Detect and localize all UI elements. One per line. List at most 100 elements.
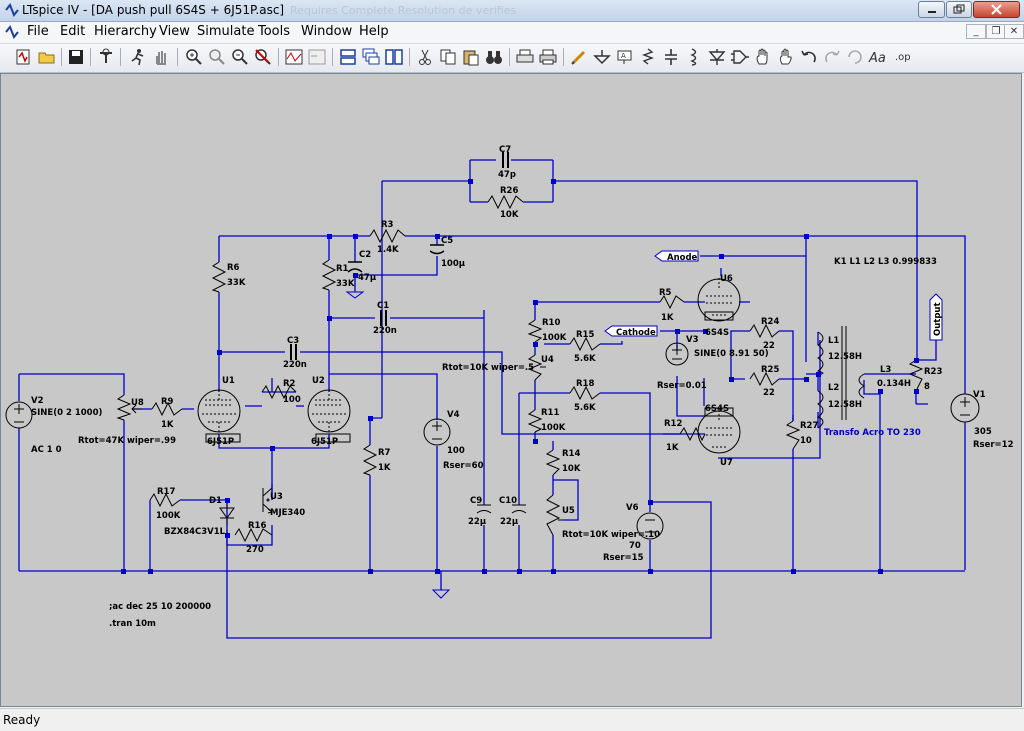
r16-symbol [234, 527, 273, 543]
menu-edit[interactable]: Edit [60, 24, 86, 39]
zoom-cancel-icon[interactable] [253, 47, 273, 67]
v2-name-label: V2 [31, 396, 44, 406]
resistor-icon[interactable] [638, 47, 658, 67]
schematic-wires [18, 159, 966, 639]
menu-help[interactable]: Help [359, 24, 389, 39]
toolbar-separator [332, 48, 333, 66]
r26-name-label: R26 [500, 186, 518, 196]
undo-icon[interactable] [799, 47, 819, 67]
capacitor-icon[interactable] [661, 47, 681, 67]
move-icon[interactable] [753, 47, 773, 67]
draw-wire-icon[interactable] [569, 47, 589, 67]
paste-icon[interactable] [461, 47, 481, 67]
zoom-out-icon[interactable] [230, 47, 250, 67]
r1-name-label: R1 [336, 264, 349, 274]
r24-value-label: 22 [763, 341, 775, 351]
waveform-icon[interactable] [284, 47, 304, 67]
r14-value-label: 10K [562, 464, 581, 474]
v1-value-label: 305 [974, 427, 992, 437]
u6-name-label: U6 [720, 274, 733, 284]
ground-icon[interactable] [592, 47, 612, 67]
cut-icon[interactable] [415, 47, 435, 67]
tile-vertical-icon[interactable] [384, 47, 404, 67]
inductor-icon[interactable] [684, 47, 704, 67]
r25-symbol [749, 371, 780, 387]
redo-icon[interactable] [822, 47, 842, 67]
diode-icon[interactable] [707, 47, 727, 67]
v3-name-label: V3 [686, 335, 699, 345]
r18-symbol [569, 385, 601, 401]
v1-rser-label: Rser=12 [973, 440, 1014, 450]
anode-flag [654, 250, 699, 262]
title-bar: LTspice IV - [DA push pull 6S4S + 6J51P.… [0, 0, 1024, 22]
run-icon[interactable] [128, 47, 148, 67]
minimize-button[interactable] [918, 1, 945, 18]
toolbar-separator [90, 48, 91, 66]
menu-hierarchy[interactable]: Hierarchy [94, 24, 157, 39]
u7-symbol [697, 410, 741, 454]
r3-value-label: 1.4K [377, 245, 399, 255]
output-flag [929, 293, 943, 341]
label-icon[interactable]: A [615, 47, 635, 67]
cascade-icon[interactable] [361, 47, 381, 67]
r15-name-label: R15 [576, 330, 594, 340]
v4-symbol [423, 418, 451, 446]
save-icon[interactable] [66, 47, 86, 67]
restore-button[interactable] [946, 1, 972, 18]
r9-name-label: R9 [161, 397, 174, 407]
halt-icon[interactable] [151, 47, 171, 67]
l3-symbol [858, 373, 865, 399]
ltspice-app-icon[interactable] [4, 2, 20, 18]
menu-file[interactable]: File [27, 24, 49, 39]
spice-directive-icon[interactable]: .op [893, 47, 913, 67]
menu-window[interactable]: Window [301, 24, 353, 39]
c5-name-label: C5 [441, 236, 453, 246]
find-icon[interactable] [484, 47, 504, 67]
text-icon[interactable]: Aa [868, 47, 888, 67]
l1-symbol [816, 331, 824, 375]
toolbar: A Aa .op [0, 44, 1024, 73]
r2-name-label: R2 [283, 379, 296, 389]
schematic-canvas[interactable]: C7 47p R26 10K R3 1.4K C5 100µ C2 47µ R1… [0, 73, 1022, 707]
copy-icon[interactable] [438, 47, 458, 67]
ghost-title: Requires Complete Resolution de verifies [290, 4, 517, 17]
toolbar-separator [61, 48, 62, 66]
drag-icon[interactable] [776, 47, 796, 67]
mdi-minimize-button[interactable]: _ [966, 24, 986, 39]
menu-simulate[interactable]: Simulate [197, 24, 255, 39]
toolbar-separator [177, 48, 178, 66]
l2-value-label: 12.58H [828, 400, 862, 410]
c7-symbol [502, 152, 509, 168]
close-button[interactable] [973, 1, 1020, 18]
v3-symbol [665, 342, 689, 366]
mdi-restore-button[interactable]: ❐ [986, 24, 1006, 39]
r10-symbol [527, 319, 543, 343]
u3-symbol [266, 498, 270, 502]
schematic-drawing[interactable]: C7 47p R26 10K R3 1.4K C5 100µ C2 47µ R1… [1, 74, 1021, 706]
c3-value-label: 220n [283, 360, 307, 370]
menu-view[interactable]: View [159, 24, 190, 39]
component-icon[interactable] [730, 47, 750, 67]
rotate-icon[interactable] [845, 47, 865, 67]
r14-name-label: R14 [562, 449, 580, 459]
close-icon [991, 4, 1002, 15]
autorange-icon[interactable] [307, 47, 327, 67]
new-schematic-icon[interactable] [13, 47, 33, 67]
v6-name-label: V6 [626, 503, 639, 513]
u4-symbol [527, 354, 546, 381]
print-icon[interactable] [538, 47, 558, 67]
u8-symbol [116, 394, 142, 421]
pan-icon[interactable] [207, 47, 227, 67]
minimize-icon [928, 11, 936, 13]
ac-directive: ;ac dec 25 10 200000 [109, 602, 211, 612]
menu-tools[interactable]: Tools [258, 24, 291, 39]
r24-symbol [749, 323, 780, 339]
mdi-close-button[interactable]: ✕ [1004, 24, 1024, 39]
open-icon[interactable] [37, 47, 57, 67]
control-panel-icon[interactable] [96, 47, 116, 67]
u8-value-label: Rtot=47K wiper=.99 [78, 436, 176, 446]
tile-horizontal-icon[interactable] [338, 47, 358, 67]
zoom-in-icon[interactable] [184, 47, 204, 67]
print-setup-icon[interactable] [515, 47, 535, 67]
schematic-doc-icon[interactable] [4, 24, 20, 40]
